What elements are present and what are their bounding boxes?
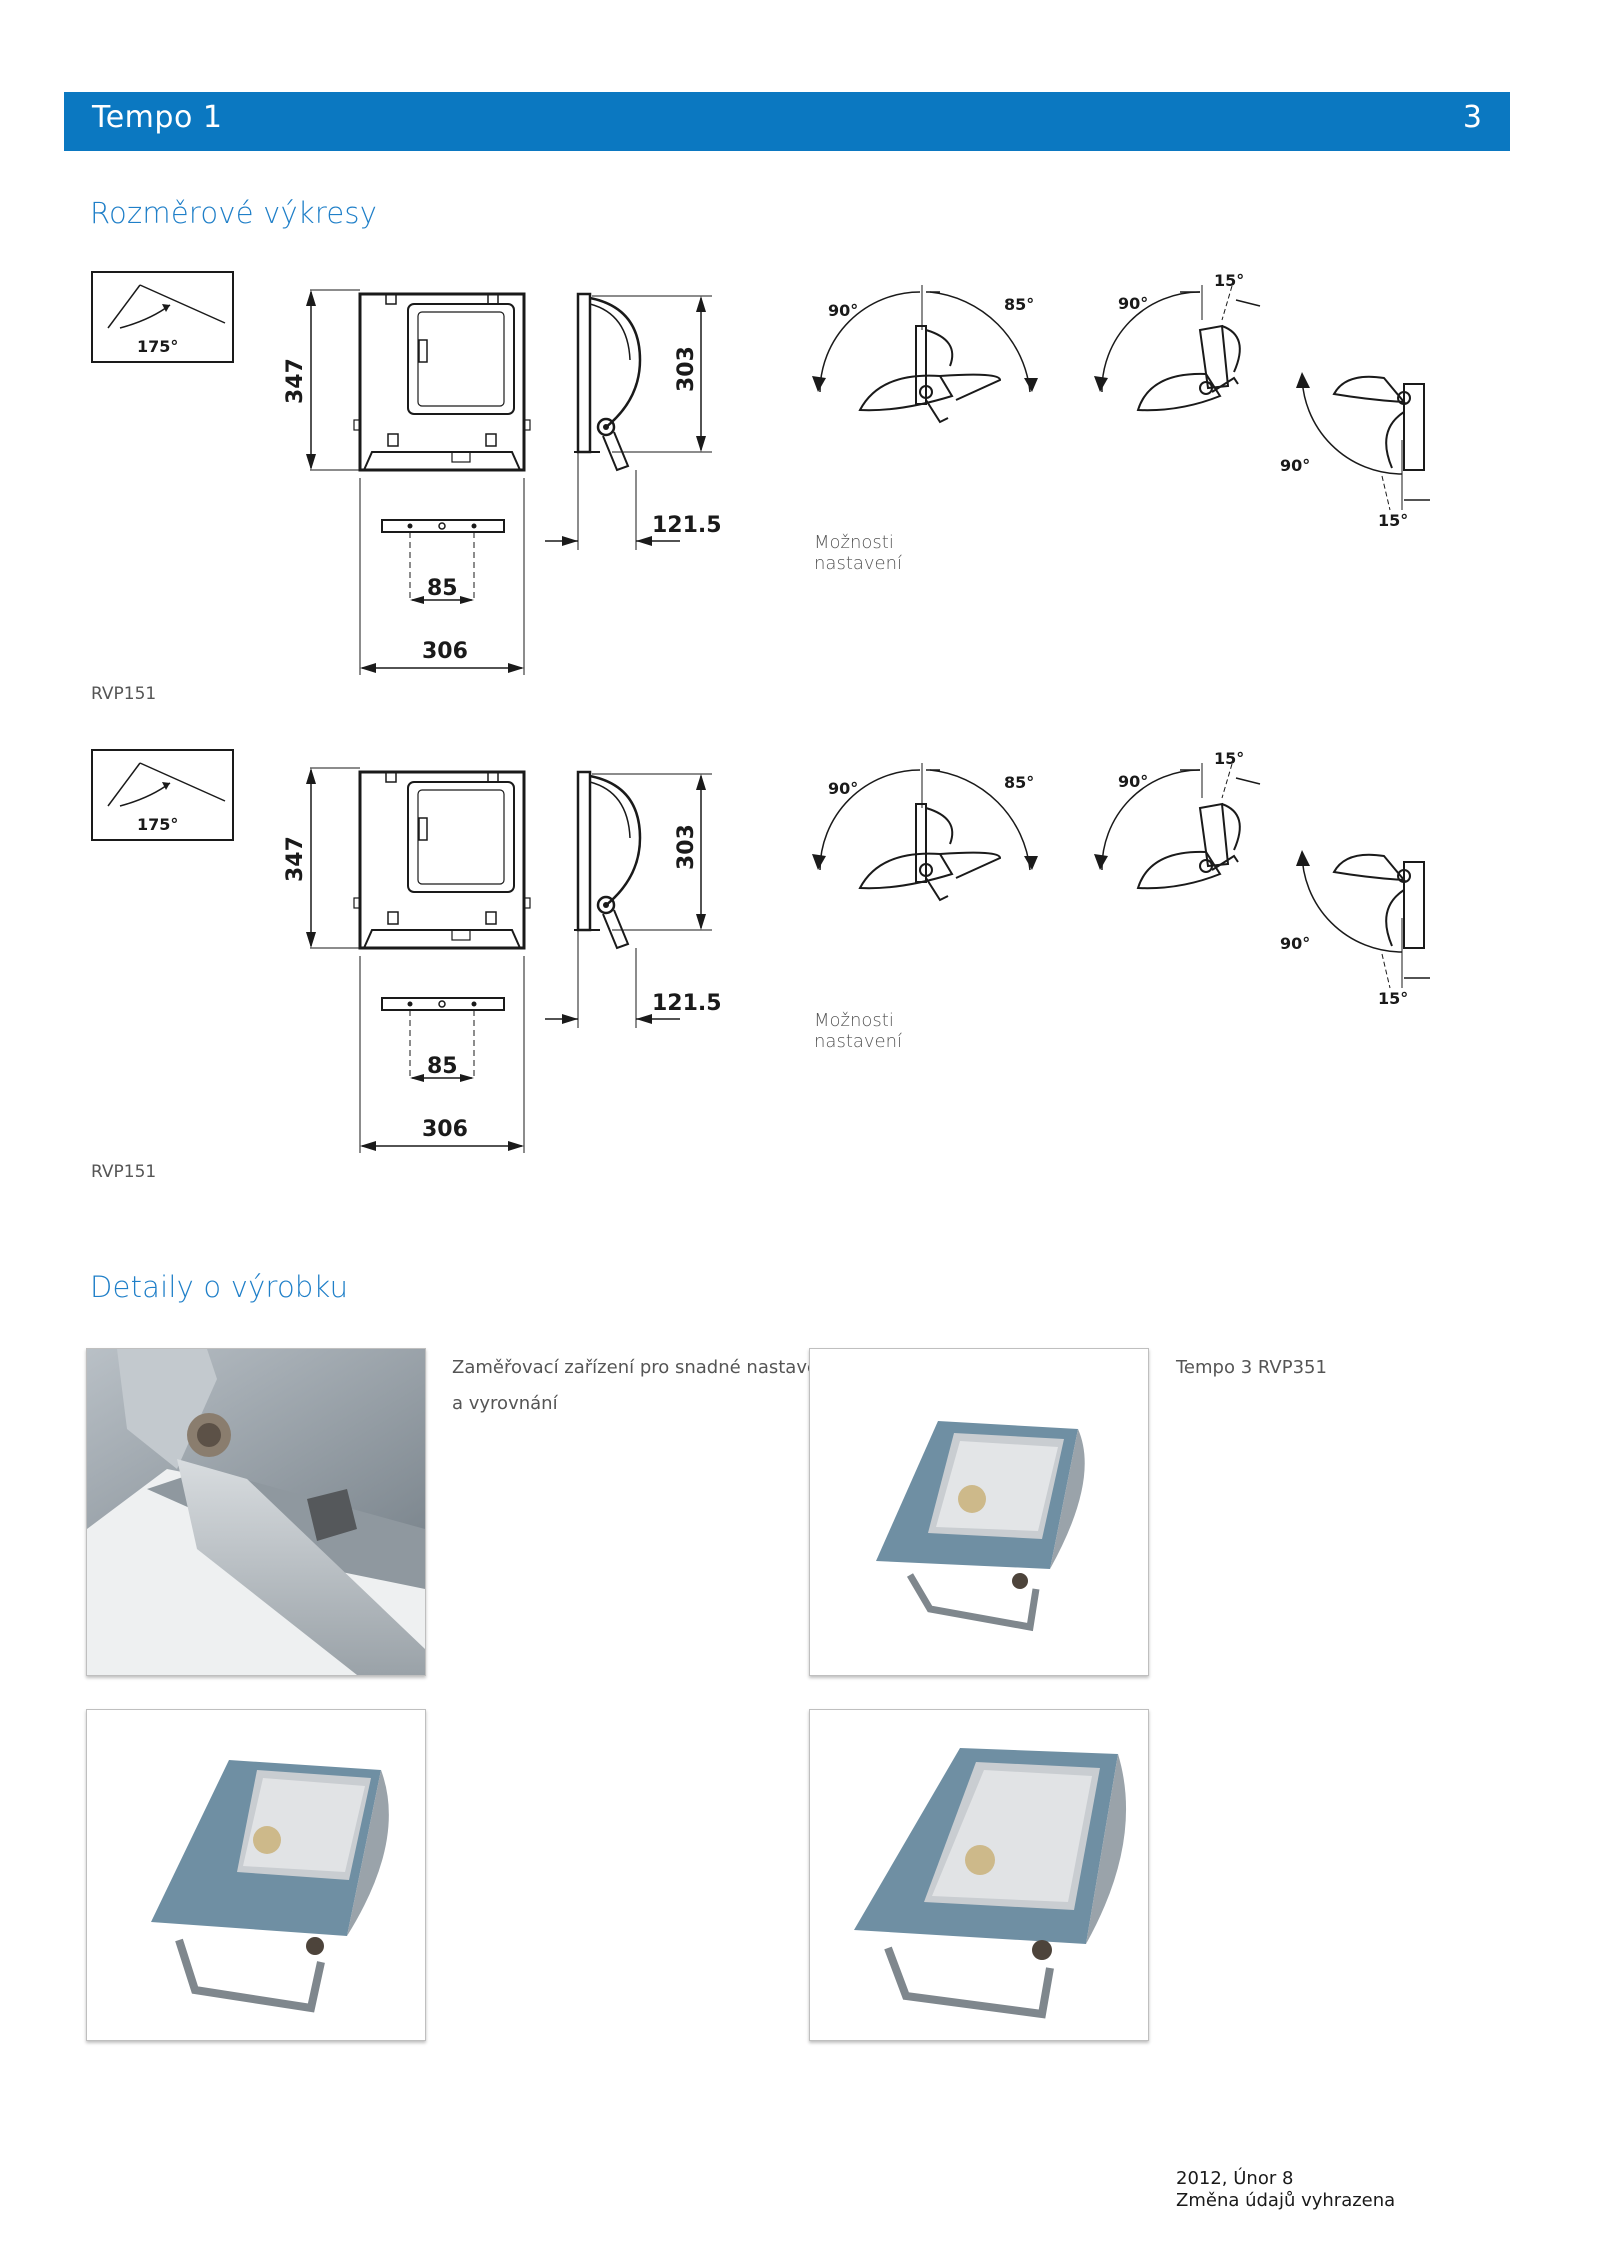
- height-dimension: 347: [283, 358, 308, 404]
- model-label-2: RVP151: [91, 1162, 157, 1182]
- adjust-angle-90-c: 90°: [1280, 934, 1310, 953]
- detail-text-2: Tempo 3 RVP351: [1176, 1357, 1327, 1378]
- page-number: 3: [1462, 100, 1482, 135]
- adjust-angle-15-b: 15°: [1214, 271, 1244, 290]
- drawings-section-title: Rozměrové výkresy: [90, 196, 378, 230]
- luminaire-illustration-1: [810, 1349, 1148, 1675]
- header-bar: Tempo 1 3: [64, 92, 1510, 151]
- footer-note: Změna údajů vyhrazena: [1176, 2190, 1396, 2211]
- width-dimension: 306: [422, 639, 468, 664]
- aiming-device-illustration: [87, 1349, 425, 1675]
- footer: 2012, Únor 8 Změna údajů vyhrazena: [1176, 2168, 1395, 2212]
- depth-height-dimension: 303: [674, 824, 699, 870]
- tilt-angle-label: 175°: [137, 337, 178, 356]
- dimension-drawing-2: 175° 347 303: [91, 749, 1430, 1153]
- detail-text-1-line1: Zaměřovací zařízení pro snadné nastavení: [452, 1357, 835, 1378]
- depth-dimension: 121.5: [652, 991, 722, 1016]
- model-label-1: RVP151: [91, 684, 157, 704]
- depth-height-dimension: 303: [674, 346, 699, 392]
- details-section-title: Detaily o výrobku: [90, 1270, 349, 1304]
- mount-spacing-dimension: 85: [427, 576, 458, 601]
- photo-luminaire-angle: [86, 1709, 426, 2041]
- adjust-angle-85: 85°: [1004, 295, 1034, 314]
- footer-date: 2012, Únor 8: [1176, 2168, 1294, 2189]
- adjust-caption-1: Možnosti nastavení: [814, 532, 903, 574]
- width-dimension: 306: [422, 1117, 468, 1142]
- adjust-angle-90-a: 90°: [828, 779, 858, 798]
- luminaire-illustration-3: [810, 1710, 1148, 2040]
- photo-aiming-device: [86, 1348, 426, 1676]
- adjust-angle-15-c: 15°: [1378, 511, 1408, 530]
- detail-text-1: Zaměřovací zařízení pro snadné nastavení…: [452, 1350, 834, 1422]
- photo-luminaire-front: [809, 1709, 1149, 2041]
- depth-dimension: 121.5: [652, 513, 722, 538]
- luminaire-illustration-2: [87, 1710, 425, 2040]
- adjust-angle-15-c: 15°: [1378, 989, 1408, 1008]
- adjust-angle-90-b: 90°: [1118, 772, 1148, 791]
- tilt-angle-label: 175°: [137, 815, 178, 834]
- photo-tempo3-luminaire: [809, 1348, 1149, 1676]
- height-dimension: 347: [283, 836, 308, 882]
- adjust-caption-2: Možnosti nastavení: [814, 1010, 903, 1052]
- detail-text-1-line2: a vyrovnání: [452, 1393, 558, 1414]
- dimension-drawing-1: 175° 347 303: [91, 271, 1430, 675]
- adjust-angle-90-b: 90°: [1118, 294, 1148, 313]
- document-title: Tempo 1: [92, 100, 223, 135]
- adjust-angle-15-b: 15°: [1214, 749, 1244, 768]
- adjust-angle-90-c: 90°: [1280, 456, 1310, 475]
- adjust-angle-85: 85°: [1004, 773, 1034, 792]
- adjust-angle-90-a: 90°: [828, 301, 858, 320]
- mount-spacing-dimension: 85: [427, 1054, 458, 1079]
